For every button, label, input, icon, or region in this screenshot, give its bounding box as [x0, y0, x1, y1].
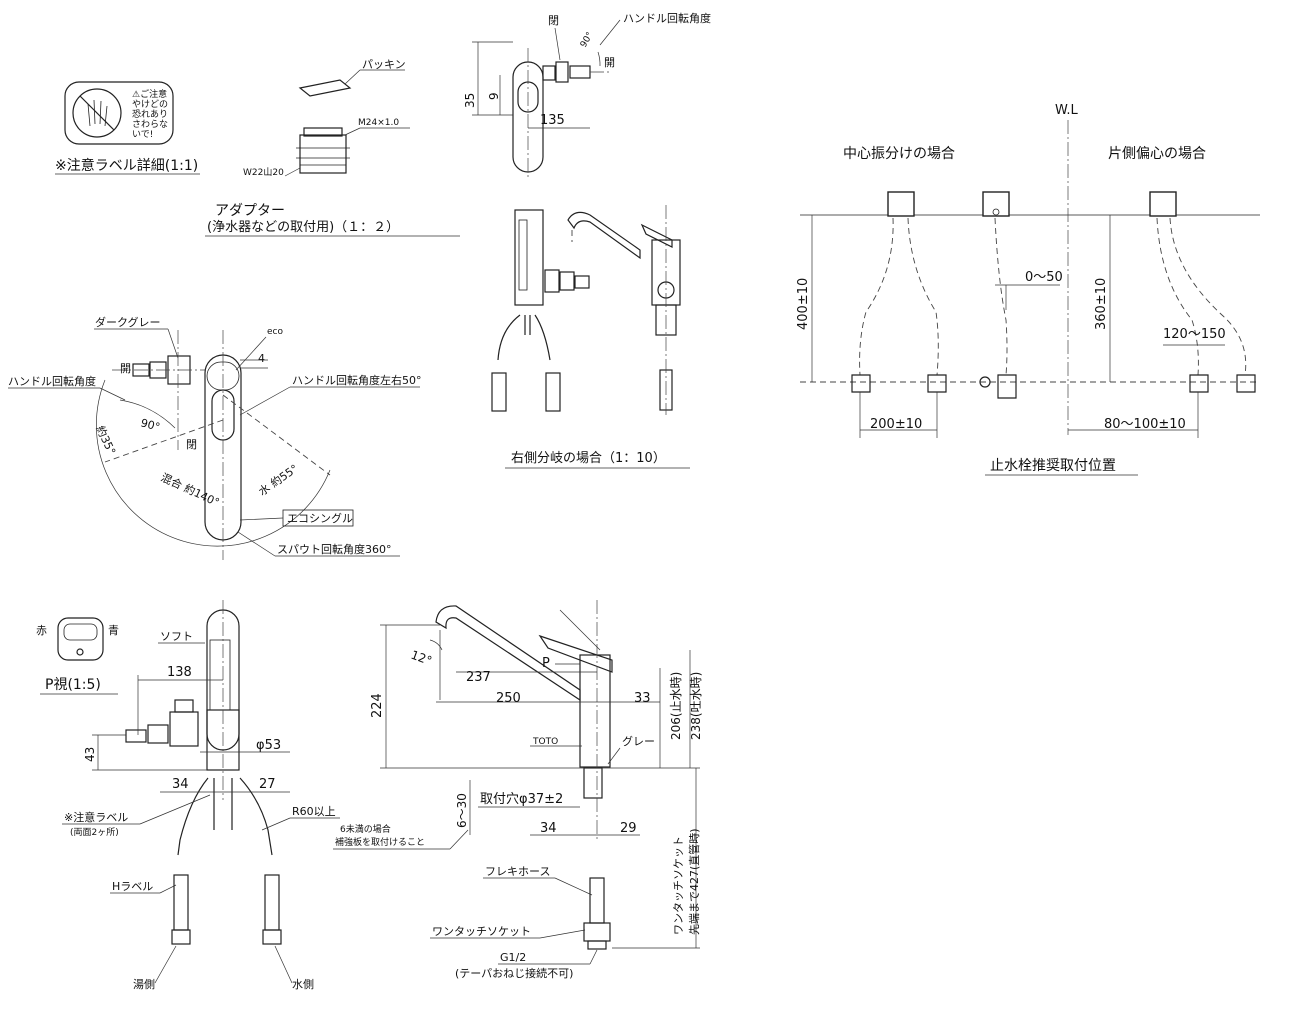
adapter-title: アダプター [215, 203, 285, 219]
right-branch-title: 右側分岐の場合（1：10） [511, 451, 666, 466]
mix-140-label: 混合 約140° [159, 470, 222, 509]
socket-tip-line-2: 先端まで427(直管時) [687, 828, 701, 935]
no-touch-icon [72, 88, 122, 138]
dim-43: 43 [83, 747, 97, 762]
dim-35: 35 [463, 93, 477, 108]
dim-80-100: 80〜100±10 [1104, 417, 1186, 432]
under6-note-1: 6未満の場合 [340, 823, 391, 835]
plan-open-label: 開 [120, 362, 131, 375]
dim-237: 237 [466, 670, 491, 685]
dim-27: 27 [259, 777, 276, 792]
eco-single-label: エコシングル [287, 511, 353, 525]
dim-360: 360±10 [1094, 278, 1109, 330]
center-split-title: 中心振分けの場合 [843, 146, 955, 162]
label-text-line-1: ⚠ご注意 [132, 88, 167, 100]
dim-224: 224 [370, 693, 385, 718]
dim-6-30: 6〜30 [455, 793, 469, 828]
taper-note: (テーパおねじ接続不可) [455, 966, 573, 980]
top-open-label: 開 [604, 56, 615, 69]
wl-label: W.L [1055, 103, 1078, 118]
label-detail-title: ※注意ラベル詳細(1:1) [55, 157, 198, 174]
right-branch-drawing: 右側分岐の場合（1：10） [491, 205, 690, 469]
dim-phi53: φ53 [256, 738, 281, 753]
plan-closed-label: 閉 [186, 438, 197, 451]
stop-valve-panel: W.L 中心振分けの場合 片側偏心の場合 200±10 400±10 0〜50 … [796, 103, 1260, 476]
gray-label: グレー [622, 734, 655, 748]
label-text-line-2: やけどの [132, 99, 168, 110]
red-label: 赤 [36, 624, 47, 637]
water-55-label: 水 約55° [256, 461, 301, 498]
r60-label: R60以上 [292, 805, 336, 818]
caution-label-callout: ※注意ラベル [64, 810, 128, 824]
top-angle-90: 90° [579, 31, 596, 50]
stop-valve-title: 止水栓推奨取付位置 [990, 458, 1116, 474]
label-text-line-4: さわらな [132, 119, 168, 130]
side-view-drawing: 赤 青 P視(1:5) ソフト 138 43 φ53 34 27 ※注意ラベル [36, 600, 340, 991]
dim-4: 4 [258, 352, 265, 365]
h-label: Hラベル [112, 880, 153, 893]
dim-33: 33 [634, 691, 651, 706]
plan-view-drawing: ダークグレー eco 4 開 ハンドル回転角度 ハンドル回転角度左右50° 90… [8, 315, 422, 560]
one-side-title: 片側偏心の場合 [1108, 146, 1206, 162]
flexi-hose-label: フレキホース [485, 865, 550, 878]
dim-400: 400±10 [796, 278, 811, 330]
socket-tip-line-1: ワンタッチソケット [672, 836, 685, 935]
hot-side-label: 湯側 [133, 978, 155, 991]
plan-angle-90: 90° [139, 416, 161, 434]
thread-m24-label: M24×1.0 [358, 118, 399, 128]
dim-238: 238(吐水時) [689, 672, 703, 740]
toto-logo-text: TOTO [532, 737, 558, 747]
angle-12: 12° [409, 648, 434, 668]
dim-206: 206(止水時) [669, 672, 683, 740]
top-handle-angle-label: ハンドル回転角度 [623, 11, 711, 25]
packing-label: パッキン [362, 58, 406, 71]
bottom-left-dim-34: 34 [172, 777, 189, 792]
blue-label: 青 [108, 624, 119, 637]
dim-29: 29 [620, 821, 637, 836]
both-sides-note: (両面2ヶ所) [70, 827, 119, 838]
caution-label-detail: ⚠ご注意 やけどの 恐れあり さわらな いで! ※注意ラベル詳細(1:1) [55, 81, 200, 175]
dim-0-50: 0〜50 [1025, 270, 1063, 285]
top-view-drawing: 閉 ハンドル回転角度 90° 開 35 9 135 [463, 11, 711, 180]
dim-250: 250 [496, 691, 521, 706]
plan-handle-angle-label: ハンドル回転角度 [8, 374, 96, 388]
dark-gray-label: ダークグレー [95, 315, 161, 329]
front-view-drawing: 224 12° P 237 250 33 206(止水時) 238(吐水時) T… [333, 600, 703, 980]
onetouch-socket-label: ワンタッチソケット [432, 925, 531, 938]
dim-9: 9 [487, 92, 501, 100]
water-side-label: 水側 [292, 978, 314, 991]
dim-138: 138 [167, 665, 192, 680]
adapter-drawing: パッキン M24×1.0 W22山20 アダプター (浄水器などの取付用)（１：… [205, 58, 460, 237]
dim-200: 200±10 [870, 417, 922, 432]
handle-rotation-lr-label: ハンドル回転角度左右50° [292, 373, 422, 387]
dim-135: 135 [540, 113, 565, 128]
under6-note-2: 補強板を取付けること [335, 836, 425, 848]
adapter-subtitle: (浄水器などの取付用)（１：２） [207, 220, 399, 235]
bottom-middle-dim-34: 34 [540, 821, 557, 836]
soft-label: ソフト [160, 630, 193, 643]
eco-label: eco [267, 327, 283, 337]
label-text-line-3: 恐れあり [132, 109, 168, 120]
thread-w22-label: W22山20 [243, 167, 284, 178]
p-view-label: P視(1:5) [45, 677, 101, 693]
spout-rotation-label: スパウト回転角度360° [277, 542, 392, 556]
top-closed-label: 閉 [548, 14, 559, 27]
dim-120-150: 120〜150 [1163, 327, 1226, 342]
mount-hole-label: 取付穴φ37±2 [480, 792, 563, 807]
g12-label: G1/2 [500, 951, 526, 964]
p-arrow-label: P [542, 656, 550, 671]
label-text-line-5: いで! [132, 130, 153, 140]
